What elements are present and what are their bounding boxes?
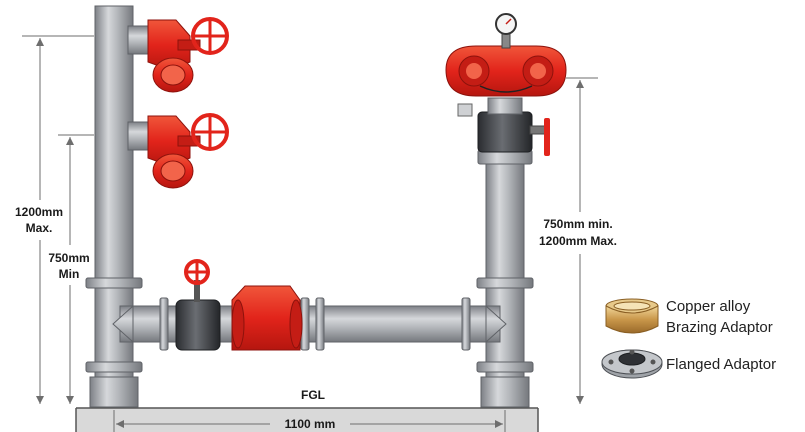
dim-1200-line2: Max. (26, 221, 53, 235)
check-valve (231, 285, 303, 351)
gate-valve (175, 259, 221, 351)
ground-label: FGL (301, 388, 325, 402)
dimension-1100 (113, 410, 506, 432)
legend-brazing-line1: Copper alloy (666, 298, 751, 315)
brazing-adaptor-icon (605, 298, 659, 334)
inlet-breeching-head (445, 13, 567, 156)
dim-750-line2: Min (59, 267, 80, 281)
dim-right-line1: 750mm min. (543, 217, 612, 231)
legend-brazing-line2: Brazing Adaptor (666, 319, 773, 336)
dimension-750-min-left (58, 134, 94, 404)
dim-right-line2: 1200mm Max. (539, 234, 617, 248)
dim-1200-line1: 1200mm (15, 205, 63, 219)
right-riser-pipe (476, 149, 534, 408)
landing-valve-lower (127, 113, 229, 189)
dimension-1200-max (22, 35, 94, 404)
left-riser-pipe (85, 5, 143, 408)
horizontal-pipe (112, 297, 507, 351)
dimension-right (566, 77, 598, 404)
flanged-adaptor-icon (601, 349, 663, 379)
dim-1100: 1100 mm (285, 417, 336, 431)
dim-750-line1: 750mm (48, 251, 89, 265)
legend-flanged: Flanged Adaptor (666, 356, 776, 373)
ground-slab (76, 408, 538, 432)
landing-valve-upper (127, 17, 229, 93)
